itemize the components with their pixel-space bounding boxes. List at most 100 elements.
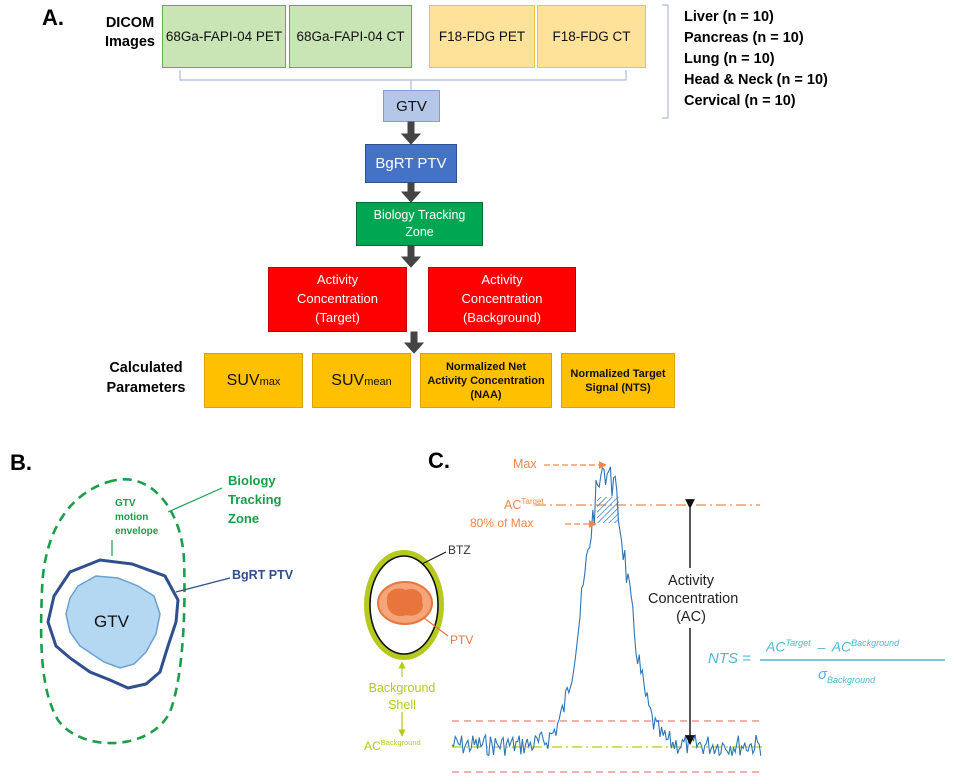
btz-line1: Biology Tracking — [373, 208, 466, 223]
suv-mean-sub: mean — [364, 375, 392, 388]
den-sub: Background — [827, 675, 876, 685]
ac-background-prefix: AC — [364, 739, 381, 753]
envelope-line1: GTV — [115, 498, 136, 509]
dicom-label: DICOM Images — [95, 14, 165, 52]
arrow-gtv-ptv-shaft — [407, 121, 415, 136]
naa-line3: (NAA) — [470, 388, 502, 401]
bgrt-ptv-box: BgRT PTV — [365, 144, 457, 183]
ac-line2: Concentration — [648, 591, 739, 607]
max-label: Max — [513, 457, 537, 471]
arrow-gtv-ptv-head — [400, 133, 422, 145]
suv-max-main: SUV — [226, 371, 260, 389]
calc-line2: Parameters — [106, 380, 186, 396]
ptv-ellipse — [377, 581, 433, 625]
panel-b-btz-line1: Biology — [228, 473, 276, 488]
suv-max-sub: max — [259, 375, 281, 388]
eighty-label: 80% of Max — [470, 516, 534, 530]
ac-background-line3: (Background) — [462, 309, 542, 325]
box-fdg-ct: F18-FDG CT — [537, 5, 646, 68]
arrow-btz-ac-shaft — [407, 245, 415, 259]
nts-denominator: σBackground — [818, 666, 875, 685]
num-target-sup: Target — [785, 638, 811, 648]
gtv-box: GTV — [383, 90, 440, 122]
btz-ellipse — [369, 555, 439, 655]
dicom-line2: Images — [105, 34, 155, 50]
btz-line2: Zone — [405, 225, 434, 239]
panel-b-btz-line3: Zone — [228, 511, 260, 526]
ac-target-sup: Target — [521, 497, 544, 506]
num-minus: – — [817, 638, 826, 655]
nts-line1: Normalized Target — [570, 367, 666, 380]
site-head-neck: Head & Neck (n = 10) — [684, 72, 828, 88]
panel-b-btz-line2: Tracking — [228, 492, 282, 507]
box-fdg-pet: F18-FDG PET — [429, 5, 535, 68]
shell-line2: Shell — [388, 698, 416, 712]
site-liver: Liver (n = 10) — [684, 9, 774, 25]
peak-hatch — [597, 497, 619, 523]
ac-label: Activity Concentration (AC) — [648, 572, 739, 626]
dicom-line1: DICOM — [105, 15, 155, 31]
arrow-btz-ac-head — [400, 256, 422, 268]
ac-background-box: Activity Concentration (Background) — [428, 267, 576, 332]
naa-line2: Activity Concentration — [427, 374, 545, 387]
envelope-line3: envelope — [115, 526, 159, 537]
ac-target-box: Activity Concentration (Target) — [268, 267, 407, 332]
panel-b-label: B. — [10, 450, 32, 475]
panel-b-gtv-label: GTV — [94, 612, 129, 631]
arrow-ptv-btz-shaft — [407, 182, 415, 194]
panel-c-label: C. — [428, 448, 450, 473]
site-lung: Lung (n = 10) — [684, 51, 775, 67]
num-background-sup: Background — [851, 638, 900, 648]
box-ga-fapi-ct: 68Ga-FAPI-04 CT — [289, 5, 412, 68]
nts-box: Normalized Target Signal (NTS) — [561, 353, 675, 408]
btz-leader-c — [421, 551, 447, 565]
nts-numerator: ACTarget – ACBackground — [766, 638, 899, 655]
envelope-line2: motion — [115, 512, 149, 523]
site-cervical: Cervical (n = 10) — [684, 93, 796, 109]
ac-background-sup: Background — [380, 738, 421, 747]
ac-target-prefix: AC — [504, 498, 522, 513]
num-ac2: AC — [831, 638, 852, 655]
ac-target-line2: Concentration — [297, 291, 378, 307]
panel-b-envelope-label: GTV motion envelope — [115, 497, 158, 539]
arrow-ac-params-head — [403, 342, 425, 354]
tumor-blob — [386, 588, 423, 617]
nts-line2: Signal (NTS) — [585, 381, 651, 394]
ptv-leader — [175, 577, 231, 593]
ptv-leader-c — [423, 617, 449, 637]
arrow-ac-params-shaft — [410, 331, 418, 345]
ac-background-label: ACBackground — [364, 738, 421, 753]
ac-line3: (AC) — [676, 609, 706, 625]
btz-box: Biology Tracking Zone — [356, 202, 483, 246]
btz-leader — [167, 487, 223, 513]
calculated-parameters-label: Calculated Parameters — [100, 358, 192, 398]
ac-target-label: ACTarget — [504, 497, 544, 512]
arrow-ptv-btz-head — [400, 191, 422, 203]
ac-background-line2: Concentration — [461, 291, 543, 307]
panel-a-label: A. — [42, 5, 64, 30]
den-sigma: σ — [818, 666, 828, 683]
btz-label-c: BTZ — [448, 543, 471, 557]
panel-b-btz-label: Biology Tracking Zone — [228, 471, 281, 528]
shell-label: Background Shell — [361, 680, 443, 714]
ac-background-line1: Activity — [481, 272, 523, 288]
naa-box: Normalized Net Activity Concentration (N… — [420, 353, 552, 408]
site-pancreas: Pancreas (n = 10) — [684, 30, 804, 46]
background-shell — [364, 550, 444, 660]
ac-line1: Activity — [668, 573, 714, 589]
sites-list: Liver (n = 10) Pancreas (n = 10) Lung (n… — [684, 7, 828, 112]
panel-b-ptv-label: BgRT PTV — [232, 568, 294, 582]
suv-mean-main: SUV — [331, 371, 365, 389]
ac-target-line1: Activity — [316, 272, 359, 288]
ptv-label-c: PTV — [450, 633, 474, 647]
box-ga-fapi-pet: 68Ga-FAPI-04 PET — [162, 5, 286, 68]
calc-line1: Calculated — [109, 360, 183, 376]
image-boxes-bracket — [179, 70, 627, 81]
num-ac1: AC — [766, 638, 786, 655]
naa-line1: Normalized Net — [445, 360, 527, 373]
shell-line1: Background — [368, 681, 436, 695]
ac-target-line3: (Target) — [315, 309, 360, 325]
sites-bracket — [662, 4, 669, 119]
